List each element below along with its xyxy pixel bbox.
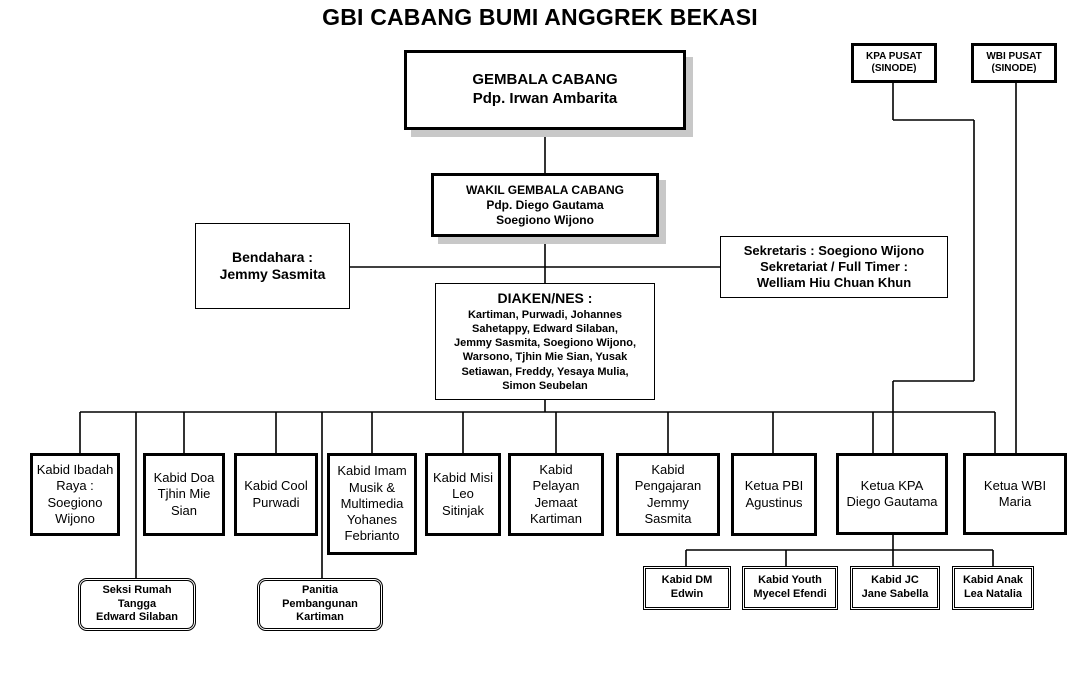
kpa-sub-line: Kabid JC — [871, 574, 919, 587]
division-line: Febrianto — [344, 528, 400, 544]
kpa-sub-line: Myecel Efendi — [753, 588, 827, 600]
division-line: Ketua KPA — [860, 477, 924, 493]
kpa-sub-box-jc: Kabid JC Jane Sabella — [850, 566, 940, 610]
kpa-pusat-label: KPA PUSAT — [866, 50, 922, 62]
division-line: Purwadi — [252, 494, 300, 510]
division-box-ibadah-raya: Kabid Ibadah Raya : Soegiono Wijono — [30, 453, 120, 536]
treasurer-role: Bendahara : — [232, 248, 313, 265]
wbi-pusat-label: WBI PUSAT — [986, 50, 1042, 62]
division-box-misi: Kabid Misi Leo Sitinjak — [425, 453, 501, 536]
division-box-kpa: Ketua KPA Diego Gautama — [836, 453, 948, 535]
vice-pastor-name-2: Soegiono Wijono — [496, 212, 594, 227]
deacons-box: DIAKEN/NES : Kartiman, Purwadi, Johannes… — [435, 283, 655, 400]
division-line: Jemaat — [534, 494, 578, 510]
division-box-pelayan-jemaat: Kabid Pelayan Jemaat Kartiman — [508, 453, 604, 536]
kpa-sub-line: Lea Natalia — [963, 588, 1023, 600]
section-box-rumah-tangga: Seksi Rumah Tangga Edward Silaban — [78, 578, 196, 631]
treasurer-box: Bendahara : Jemmy Sasmita — [195, 223, 350, 309]
section-line: Panitia — [301, 583, 339, 596]
pastor-name: Pdp. Irwan Ambarita — [472, 90, 618, 107]
kpa-sub-line: Kabid DM — [661, 574, 713, 587]
division-line: Musik & — [348, 479, 396, 495]
division-box-doa: Kabid Doa Tjhin Mie Sian — [143, 453, 225, 536]
secretary-line-1: Sekretaris : Soegiono Wijono — [743, 242, 925, 258]
deacons-line: Setiawan, Freddy, Yesaya Mulia, — [461, 365, 629, 378]
division-line: Diego Gautama — [846, 494, 938, 509]
section-line: Pembangunan — [282, 597, 358, 610]
division-line: Kabid Ibadah — [36, 462, 114, 477]
division-line: Yohanes — [346, 512, 398, 528]
division-box-pbi: Ketua PBI Agustinus — [731, 453, 817, 536]
division-line: Ketua WBI — [983, 477, 1047, 493]
section-box-panitia-pembangunan: Panitia Pembangunan Kartiman — [257, 578, 383, 631]
division-line: Sian — [170, 502, 198, 518]
deacons-line: Warsono, Tjhin Mie Sian, Yusak — [462, 351, 628, 364]
division-line: Pengajaran — [634, 478, 702, 494]
division-box-wbi: Ketua WBI Maria — [963, 453, 1067, 535]
deacons-line: Sahetappy, Edward Silaban, — [472, 323, 618, 336]
division-line: Kabid Cool — [244, 478, 308, 494]
chart-title: GBI CABANG BUMI ANGGREK BEKASI — [322, 4, 758, 30]
section-line: Edward Silaban — [96, 611, 178, 624]
division-line: Maria — [998, 494, 1032, 509]
vice-pastor-role: WAKIL GEMBALA CABANG — [466, 182, 624, 197]
division-line: Jemmy — [647, 494, 689, 510]
treasurer-name: Jemmy Sasmita — [219, 266, 326, 282]
division-line: Ketua PBI — [744, 478, 804, 494]
kpa-sub-box-anak: Kabid Anak Lea Natalia — [952, 566, 1034, 610]
secretary-line-2: Sekretariat / Full Timer : — [760, 258, 908, 274]
division-line: Agustinus — [745, 494, 803, 510]
section-line: Seksi Rumah — [102, 583, 172, 596]
secretary-line-3: Welliam Hiu Chuan Khun — [756, 275, 912, 291]
division-line: Kabid Misi — [433, 470, 493, 486]
section-line: Tangga — [117, 597, 157, 610]
division-line: Soegiono — [47, 494, 103, 510]
division-line: Sitinjak — [442, 502, 484, 518]
division-line: Pelayan — [532, 478, 580, 494]
division-line: Wijono — [55, 510, 95, 526]
division-line: Kabid Imam — [337, 463, 407, 479]
wbi-pusat-box: WBI PUSAT (SINODE) — [971, 43, 1057, 83]
kpa-sub-box-youth: Kabid Youth Myecel Efendi — [742, 566, 838, 610]
vice-pastor-box: WAKIL GEMBALA CABANG Pdp. Diego Gautama … — [431, 173, 659, 237]
deacons-line: Simon Seubelan — [502, 379, 588, 392]
division-line: Sasmita — [644, 510, 692, 526]
deacons-line: Jemmy Sasmita, Soegiono Wijono, — [453, 337, 637, 350]
division-line: Kabid — [651, 462, 685, 477]
deacons-line: Kartiman, Purwadi, Johannes — [467, 309, 623, 322]
pastor-box: GEMBALA CABANG Pdp. Irwan Ambarita — [404, 50, 686, 130]
vice-pastor-name-1: Pdp. Diego Gautama — [486, 197, 604, 212]
pastor-role: GEMBALA CABANG — [472, 71, 618, 89]
division-line: Kabid Doa — [153, 470, 215, 486]
division-line: Tjhin Mie — [157, 486, 211, 502]
division-box-cool: Kabid Cool Purwadi — [234, 453, 318, 536]
division-line: Kartiman — [529, 510, 583, 526]
kpa-pusat-box: KPA PUSAT (SINODE) — [851, 43, 937, 83]
division-box-pengajaran: Kabid Pengajaran Jemmy Sasmita — [616, 453, 720, 536]
kpa-sub-line: Edwin — [670, 588, 704, 600]
wbi-pusat-sub: (SINODE) — [991, 63, 1037, 74]
division-line: Multimedia — [340, 495, 404, 511]
kpa-sub-line: Jane Sabella — [861, 588, 929, 600]
kpa-sub-line: Kabid Youth — [758, 574, 822, 587]
division-box-imam-musik: Kabid Imam Musik & Multimedia Yohanes Fe… — [327, 453, 417, 555]
division-line: Kabid — [539, 462, 573, 477]
division-line: Leo — [452, 486, 474, 502]
kpa-pusat-sub: (SINODE) — [871, 63, 917, 74]
deacons-heading: DIAKEN/NES : — [497, 290, 593, 307]
division-line: Raya : — [56, 478, 94, 494]
section-line: Kartiman — [296, 611, 344, 624]
kpa-sub-box-dm: Kabid DM Edwin — [643, 566, 731, 610]
secretary-box: Sekretaris : Soegiono Wijono Sekretariat… — [720, 236, 948, 298]
kpa-sub-line: Kabid Anak — [962, 574, 1024, 587]
